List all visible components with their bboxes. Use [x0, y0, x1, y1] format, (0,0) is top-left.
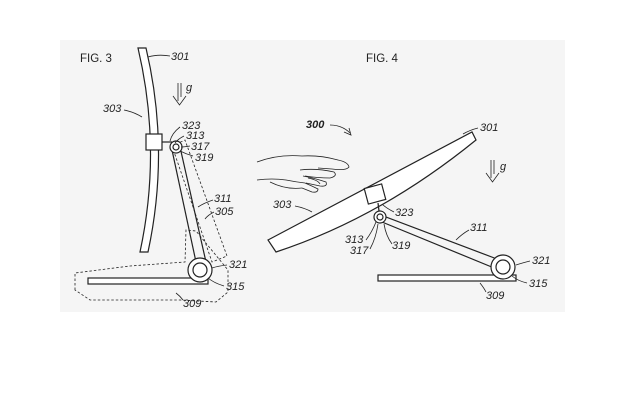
- fig3-gravity-label: g: [186, 82, 193, 94]
- fig4-mount-block: [363, 183, 387, 205]
- fig4-upper-hinge-outer: [373, 210, 387, 224]
- fig3-label-305: 305: [215, 206, 234, 218]
- fig4-leader-317: [369, 223, 379, 250]
- fig4-label-321: 321: [532, 255, 550, 267]
- fig4-base-plate: [377, 274, 517, 282]
- fig3-label-313: 313: [186, 130, 205, 142]
- fig3-leader-317: [180, 145, 191, 148]
- fig3-arm-right: [179, 146, 207, 263]
- fig3-group: FIG. 3 g: [74, 47, 247, 310]
- fig3-label-311: 311: [214, 193, 232, 205]
- fig4-label-323: 323: [395, 207, 414, 219]
- fig4-label-303: 303: [273, 199, 292, 211]
- fig3-mount-block: [145, 133, 163, 151]
- fig4-label-311: 311: [470, 222, 488, 234]
- fig3-leader-319: [179, 150, 194, 157]
- fig3-leader-323: [169, 126, 181, 142]
- fig4-leader-313: [365, 221, 377, 241]
- fig3-leader-305: [204, 211, 215, 220]
- fig4-leader-323: [381, 203, 395, 213]
- fig3-label-301: 301: [171, 51, 189, 63]
- fig4-label-317: 317: [350, 245, 369, 257]
- fig4-mount-stem: [377, 202, 380, 212]
- figure-panel: [60, 40, 565, 312]
- fig4-lower-hinge-inner: [495, 259, 511, 275]
- fig4-label-300: 300: [306, 119, 325, 131]
- fig3-label-321: 321: [229, 259, 247, 271]
- fig3-display-panel: [137, 47, 160, 253]
- fig3-lower-hinge-outer: [187, 257, 213, 283]
- fig4-gravity-label: g: [500, 161, 507, 173]
- fig3-gravity-arrow-icon: [172, 83, 187, 106]
- fig4-label-309: 309: [486, 290, 504, 302]
- fig4-group: FIG. 4 300 g: [256, 53, 550, 302]
- fig3-arm-left: [171, 149, 197, 263]
- fig4-hand: [256, 155, 350, 193]
- fig3-leader-321: [211, 264, 228, 269]
- fig3-base-plate: [87, 277, 209, 285]
- fig3-leader-309: [175, 292, 184, 301]
- fig4-gravity-arrow-icon: [485, 160, 500, 183]
- fig4-leader-315: [511, 275, 528, 284]
- fig4-upper-hinge-inner: [376, 213, 384, 221]
- fig3-leader-303: [123, 109, 143, 118]
- fig4-leader-309: [479, 282, 487, 293]
- fig4-leader-311: [455, 229, 470, 241]
- fig3-leader-301: [147, 54, 171, 58]
- fig3-leader-313: [174, 135, 185, 144]
- fig4-lower-hinge-outer: [490, 254, 516, 280]
- fig4-assembly-arrow-icon: [329, 124, 352, 136]
- fig4-label-301: 301: [480, 122, 498, 134]
- fig3-label-315: 315: [226, 281, 245, 293]
- fig3-label-309: 309: [183, 298, 201, 310]
- fig3-label-323: 323: [182, 120, 201, 132]
- fig4-arm-top: [377, 213, 498, 260]
- fig4-label-319: 319: [392, 240, 410, 252]
- fig4-title: FIG. 4: [366, 53, 399, 65]
- fig3-upper-hinge-inner: [172, 143, 180, 151]
- fig3-lower-hinge-inner: [192, 262, 208, 278]
- fig3-label-303: 303: [103, 103, 122, 115]
- fig3-leader-315: [207, 277, 225, 287]
- fig4-arm-bottom: [381, 221, 500, 271]
- fig3-label-319: 319: [195, 152, 213, 164]
- fig4-leader-303: [294, 205, 313, 213]
- fig3-label-317: 317: [191, 141, 210, 153]
- fig4-label-315: 315: [529, 278, 548, 290]
- fig4-label-313: 313: [345, 234, 364, 246]
- fig3-leader-311: [197, 199, 214, 208]
- fig3-base-outline: [74, 229, 229, 303]
- fig3-arm-outline: [171, 139, 228, 263]
- fig4-leader-319: [383, 223, 393, 245]
- fig4-leader-301: [462, 127, 479, 135]
- fig3-title: FIG. 3: [80, 53, 112, 65]
- fig4-leader-321: [515, 260, 531, 266]
